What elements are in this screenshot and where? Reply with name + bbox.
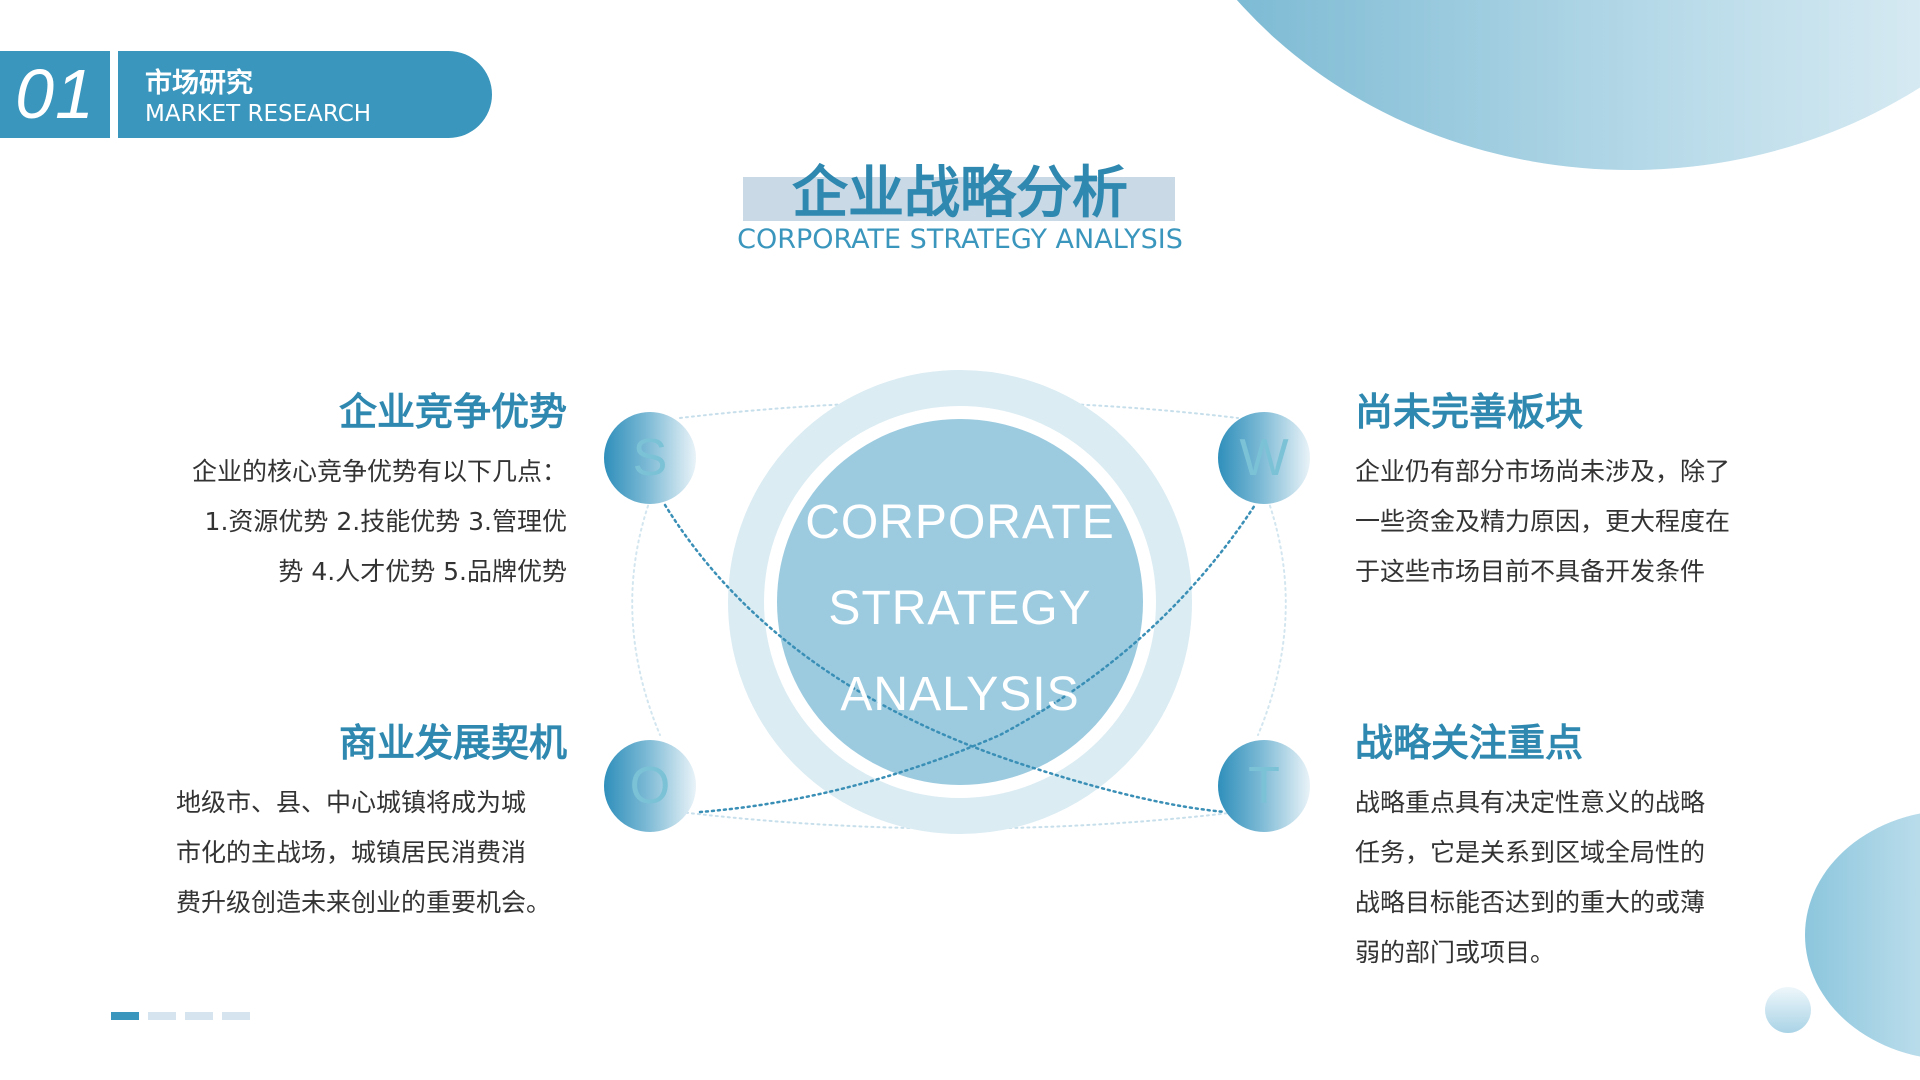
opportunities-title: 商业发展契机: [338, 721, 567, 765]
node-s: S: [604, 412, 696, 504]
threats-title: 战略关注重点: [1355, 721, 1584, 765]
section-number: 01: [0, 51, 110, 138]
orbit-bottom-arc: [679, 811, 1239, 830]
opportunities-line-3: 费升级创造未来创业的重要机会。: [176, 888, 552, 917]
decorative-small-ball: [1765, 987, 1811, 1033]
diagonal-s-to-t: [663, 503, 1227, 814]
center-label-line-3: ANALYSIS: [840, 668, 1080, 721]
page-title: 企业战略分析: [792, 161, 1128, 226]
orbit-left-arc: [631, 499, 661, 736]
strengths-body: 企业的核心竞争优势有以下几点： 1.资源优势 2.技能优势 3.管理优 势 4.…: [192, 447, 567, 597]
threats-line-4: 弱的部门或项目。: [1355, 938, 1556, 967]
opportunities-body: 地级市、县、中心城镇将成为城 市化的主战场，城镇居民消费消 费升级创造未来创业的…: [176, 778, 551, 928]
strengths-line-1: 企业的核心竞争优势有以下几点：: [191, 457, 567, 486]
threats-body: 战略重点具有决定性意义的战略 任务，它是关系到区域全局性的 战略目标能否达到的重…: [1355, 778, 1705, 978]
section-badge: 01 市场研究 MARKET RESEARCH: [0, 51, 492, 138]
weaknesses-body: 企业仍有部分市场尚未涉及，除了 一些资金及精力原因，更大程度在 于这些市场目前不…: [1355, 447, 1730, 597]
weaknesses-title: 尚未完善板块: [1355, 390, 1584, 434]
page-indicator-dot: [148, 1012, 176, 1020]
section-title-cn: 市场研究: [145, 68, 253, 99]
center-label-line-1: CORPORATE: [805, 496, 1115, 549]
threats-line-2: 任务，它是关系到区域全局性的: [1355, 838, 1706, 867]
weaknesses-line-3: 于这些市场目前不具备开发条件: [1355, 557, 1706, 586]
page-indicator-dot: [185, 1012, 213, 1020]
opportunities-line-1: 地级市、县、中心城镇将成为城: [176, 788, 527, 817]
center-circle: [777, 419, 1143, 785]
threats-line-1: 战略重点具有决定性意义的战略: [1355, 788, 1706, 817]
threats-line-3: 战略目标能否达到的重大的或薄: [1355, 888, 1706, 917]
strengths-line-3: 势 4.人才优势 5.品牌优势: [278, 557, 567, 586]
node-s-letter: S: [632, 429, 668, 487]
node-t: T: [1218, 740, 1310, 832]
node-o: O: [604, 740, 696, 832]
weaknesses-line-2: 一些资金及精力原因，更大程度在: [1355, 507, 1731, 536]
center-label-line-2: STRATEGY: [828, 582, 1092, 635]
weaknesses-line-1: 企业仍有部分市场尚未涉及，除了: [1355, 457, 1731, 486]
node-t-letter: T: [1248, 757, 1280, 815]
page-subtitle: CORPORATE STRATEGY ANALYSIS: [737, 224, 1183, 255]
outer-ring: [728, 370, 1192, 834]
page-indicator: [111, 1012, 251, 1020]
section-title-en: MARKET RESEARCH: [145, 101, 372, 127]
strengths-line-2: 1.资源优势 2.技能优势 3.管理优: [204, 507, 567, 536]
section-label-pill: 市场研究 MARKET RESEARCH: [118, 51, 492, 138]
strengths-title: 企业竞争优势: [338, 390, 567, 434]
opportunities-line-2: 市化的主战场，城镇居民消费消: [176, 838, 527, 867]
node-w: W: [1218, 412, 1310, 504]
node-o-letter: O: [629, 757, 671, 815]
diagonal-o-to-w: [698, 503, 1257, 814]
node-w-letter: W: [1239, 429, 1289, 487]
page-indicator-dot: [111, 1012, 139, 1020]
orbit-right-arc: [1257, 499, 1287, 736]
page-indicator-dot: [222, 1012, 250, 1020]
orbit-top-arc: [679, 400, 1239, 419]
title-highlight-bar: [743, 177, 1175, 221]
center-label: CORPORATE STRATEGY ANALYSIS: [760, 480, 1160, 738]
